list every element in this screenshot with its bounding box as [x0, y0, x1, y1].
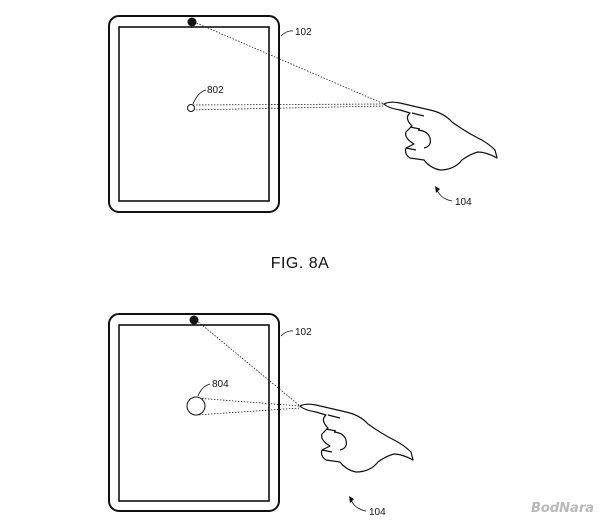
arrow-104-head [435, 186, 440, 193]
figure-8b-drawing: 804 102 104 [108, 313, 414, 518]
ref-104: 104 [369, 507, 386, 518]
arrow-104-head [349, 496, 354, 503]
ref-102: 102 [295, 27, 312, 38]
tablet-screen [118, 26, 270, 202]
leader-804 [197, 383, 211, 397]
ref-102: 102 [295, 327, 312, 338]
arrow-104 [436, 189, 453, 202]
camera-dot [187, 17, 197, 27]
pointing-hand [383, 101, 498, 171]
pointing-hand [299, 403, 414, 473]
ref-804: 804 [212, 379, 229, 390]
leader-802 [192, 89, 207, 105]
sight-lines [195, 319, 301, 416]
ref-104: 104 [455, 197, 472, 208]
gaze-target-804 [186, 396, 206, 416]
figure-8b: 804 102 104 [0, 300, 600, 522]
watermark-logo: BodNara [531, 501, 594, 516]
gaze-target-802 [187, 104, 195, 112]
figure-8a-drawing: 802 102 104 [108, 15, 498, 213]
leader-102 [280, 330, 294, 337]
ref-802: 802 [207, 85, 224, 96]
figure-8a: 802 102 104 [0, 0, 600, 250]
camera-dot [189, 315, 199, 325]
arrow-104 [350, 499, 367, 512]
figure-caption: FIG. 8A [270, 255, 330, 272]
leader-102 [280, 30, 294, 37]
sight-lines [189, 21, 385, 111]
